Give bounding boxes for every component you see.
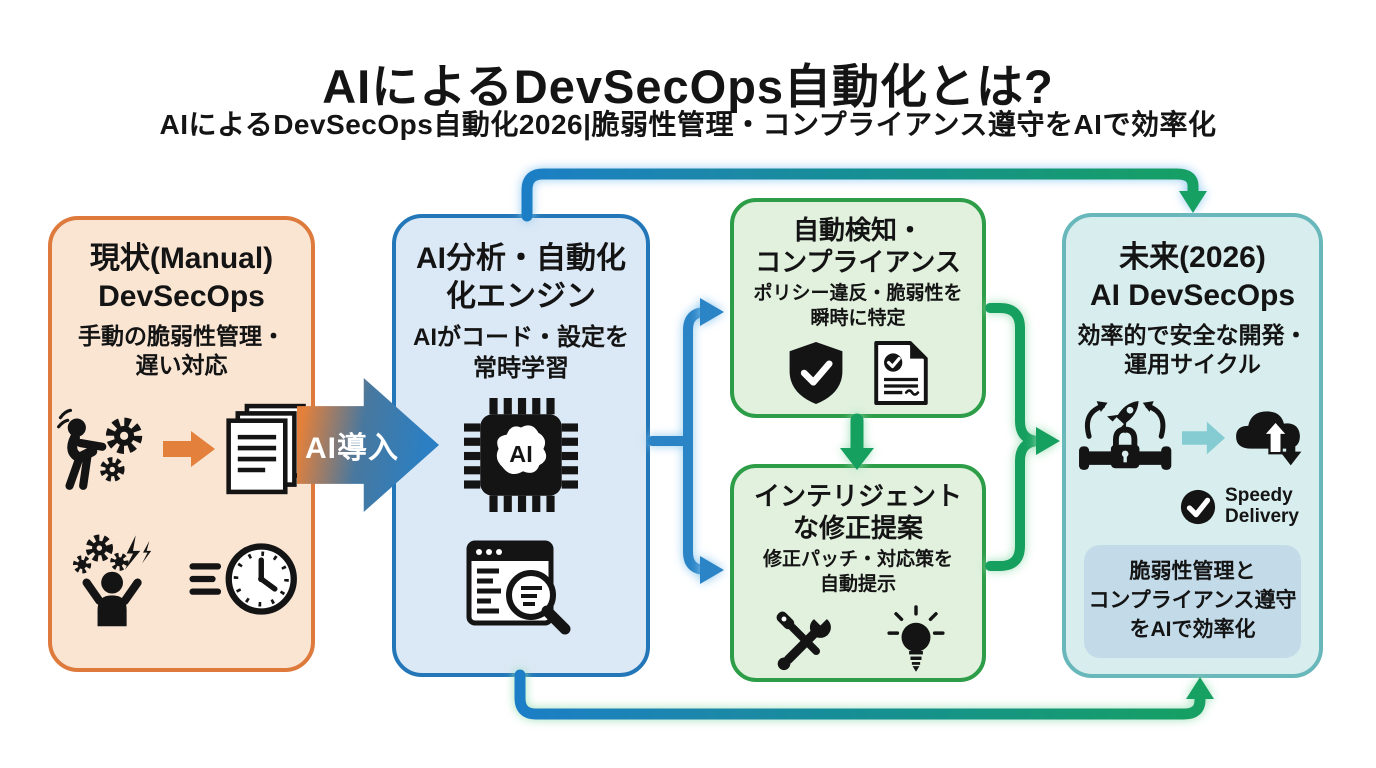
current-icon-row-2 — [63, 527, 301, 631]
speedy-delivery-label: Speedy Delivery — [1225, 485, 1299, 527]
merge-arrows-green-to-future — [985, 303, 1045, 571]
compliance-doc-icon — [874, 340, 928, 405]
current-icon-row-1 — [55, 401, 309, 497]
fix-suggest-box: インテリジェント な修正提案 修正パッチ・対応策を 自動提示 — [730, 464, 986, 682]
branch-arrows-engine-to-green — [647, 307, 711, 575]
future-state-box: 未来(2026) AI DevSecOps 効率的で安全な開発・ 運用サイクル — [1062, 213, 1323, 678]
current-state-box: 現状(Manual) DevSecOps 手動の脆弱性管理・ 遅い対応 — [48, 216, 315, 672]
documents-stack-icon — [225, 404, 306, 495]
ai-chip-brain-icon: AI — [464, 397, 578, 512]
ai-engine-box: AI分析・自動化 化エンジン AIがコード・設定を 常時学習 AI — [392, 214, 650, 677]
shield-check-icon — [789, 341, 843, 404]
merge-arrowhead-to-future — [1036, 427, 1060, 455]
code-scan-magnifier-icon — [466, 540, 571, 635]
secure-pipeline-rocket-icon — [1078, 401, 1171, 471]
ai-adoption-label: AI導入 — [305, 432, 399, 465]
future-icon-row — [1074, 394, 1312, 482]
page-subtitle: AIによるDevSecOps自動化2026|脆弱性管理・コンプライアンス遵守をA… — [159, 109, 1217, 140]
fix-suggest-desc: 修正パッチ・対応策を 自動提示 — [762, 549, 953, 596]
auto-detect-desc: ポリシー違反・脆弱性を 瞬時に特定 — [753, 283, 963, 330]
cloud-deploy-icon — [1235, 411, 1301, 466]
orange-arrow-icon — [162, 431, 215, 468]
ai-engine-desc: AIがコード・設定を 常時学習 — [413, 323, 629, 382]
future-state-title: 未来(2026) AI DevSecOps — [1089, 241, 1296, 312]
current-state-desc: 手動の脆弱性管理・ 遅い対応 — [78, 322, 285, 379]
speedy-delivery-row: Speedy Delivery — [1179, 486, 1299, 526]
fix-suggest-title: インテリジェント な修正提案 — [753, 481, 962, 543]
slow-clock-icon — [188, 543, 297, 616]
detect-icon-row — [785, 340, 931, 406]
page-title: AIによるDevSecOps自動化とは? — [322, 60, 1054, 114]
ai-engine-title: AI分析・自動化 化エンジン — [416, 242, 626, 313]
auto-detect-box: 自動検知・ コンプライアンス ポリシー違反・脆弱性を 瞬時に特定 — [730, 198, 986, 418]
branch-arrowhead-to-suggest — [700, 556, 724, 584]
stressed-developer-icon — [72, 534, 151, 627]
detect-to-suggest-arrow — [840, 413, 874, 470]
idea-bulb-icon — [887, 605, 945, 672]
repair-tools-icon — [776, 609, 831, 670]
manual-worker-gears-icon — [56, 409, 142, 491]
future-state-desc: 効率的で安全な開発・ 運用サイクル — [1077, 321, 1308, 378]
chip-ai-label: AI — [509, 441, 532, 467]
teal-arrow-icon — [1181, 422, 1225, 455]
future-summary-box: 脆弱性管理と コンプライアンス遵守 をAIで効率化 — [1084, 545, 1301, 658]
branch-arrowhead-to-detect — [700, 298, 724, 326]
check-circle-icon — [1180, 489, 1216, 524]
current-state-title: 現状(Manual) DevSecOps — [89, 242, 274, 313]
suggest-icon-row — [769, 604, 947, 676]
auto-detect-title: 自動検知・ コンプライアンス — [755, 215, 961, 277]
